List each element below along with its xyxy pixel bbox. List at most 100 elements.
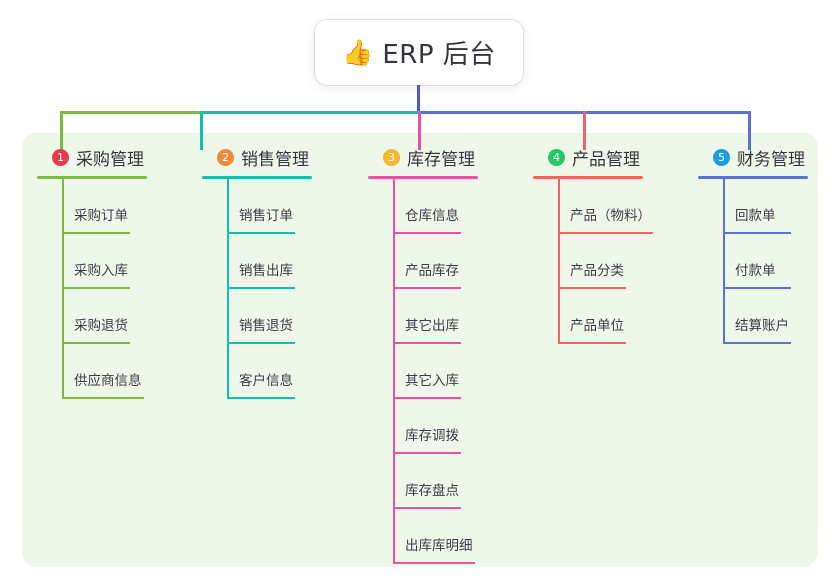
item-rule	[393, 452, 461, 454]
item-list-inventory: 仓库信息产品库存其它出库其它入库库存调拨库存盘点出库库明细	[368, 179, 478, 564]
item-label: 客户信息	[239, 373, 293, 389]
item-list-sales: 销售订单销售出库销售退货客户信息	[202, 179, 312, 399]
item-rule	[558, 232, 653, 234]
item-rule	[62, 287, 130, 289]
list-item[interactable]: 采购退货	[37, 289, 147, 344]
item-label: 库存盘点	[405, 483, 459, 499]
item-rule	[723, 232, 791, 234]
item-rule	[393, 287, 461, 289]
item-label: 供应商信息	[74, 373, 142, 389]
column-header-product[interactable]: 4 产品管理	[533, 145, 643, 170]
list-item[interactable]: 产品（物料）	[533, 179, 653, 234]
root-stem-line	[417, 85, 420, 112]
list-item[interactable]: 其它入库	[368, 344, 478, 399]
item-rule	[393, 562, 475, 564]
item-label: 回款单	[735, 208, 776, 224]
item-rule	[393, 232, 461, 234]
item-label: 采购入库	[74, 263, 128, 279]
list-item[interactable]: 供应商信息	[37, 344, 147, 399]
column-rule-inventory	[368, 176, 478, 179]
item-rule	[723, 287, 791, 289]
column-title-product: 产品管理	[572, 149, 640, 170]
item-spine-sales	[227, 179, 229, 399]
item-spine-product	[558, 179, 560, 344]
column-title-finance: 财务管理	[737, 149, 805, 170]
item-spine-purchase	[62, 179, 64, 399]
drop-sales	[200, 111, 203, 150]
diagram-panel	[22, 133, 818, 567]
item-label: 产品库存	[405, 263, 459, 279]
list-item[interactable]: 仓库信息	[368, 179, 478, 234]
list-item[interactable]: 销售订单	[202, 179, 312, 234]
root-node-content: 👍 ERP 后台	[342, 34, 496, 71]
list-item[interactable]: 采购订单	[37, 179, 147, 234]
item-rule	[227, 287, 295, 289]
item-rule	[62, 342, 130, 344]
column-rule-finance	[698, 176, 808, 179]
drop-inventory	[418, 111, 421, 150]
list-item[interactable]: 出库库明细	[368, 509, 478, 564]
item-label: 销售订单	[239, 208, 293, 224]
list-item[interactable]: 产品分类	[533, 234, 643, 289]
list-item[interactable]: 库存盘点	[368, 454, 478, 509]
item-spine-finance	[723, 179, 725, 344]
item-label: 其它出库	[405, 318, 459, 334]
drop-purchase	[60, 111, 63, 150]
list-item[interactable]: 结算账户	[698, 289, 808, 344]
bus-green	[60, 111, 200, 114]
list-item[interactable]: 产品单位	[533, 289, 643, 344]
item-label: 销售退货	[239, 318, 293, 334]
item-spine-inventory	[393, 179, 395, 564]
list-item[interactable]: 付款单	[698, 234, 808, 289]
bus-teal	[200, 111, 420, 114]
item-label: 仓库信息	[405, 208, 459, 224]
root-node-card[interactable]: 👍 ERP 后台	[315, 20, 523, 85]
list-item[interactable]: 其它出库	[368, 289, 478, 344]
item-rule	[558, 342, 626, 344]
list-item[interactable]: 销售出库	[202, 234, 312, 289]
item-label: 采购订单	[74, 208, 128, 224]
item-rule	[227, 342, 295, 344]
column-badge-product: 4	[548, 148, 565, 166]
item-list-purchase: 采购订单采购入库采购退货供应商信息	[37, 179, 147, 399]
item-label: 库存调拨	[405, 428, 459, 444]
item-rule	[227, 397, 295, 399]
item-label: 结算账户	[735, 318, 789, 334]
list-item[interactable]: 库存调拨	[368, 399, 478, 454]
item-label: 产品分类	[570, 263, 624, 279]
item-label: 产品（物料）	[570, 208, 651, 224]
column-product: 4 产品管理产品（物料） 产品分类产品单位	[533, 145, 653, 344]
item-list-product: 产品（物料） 产品分类产品单位	[533, 179, 653, 344]
list-item[interactable]: 销售退货	[202, 289, 312, 344]
column-title-sales: 销售管理	[241, 149, 309, 170]
item-rule	[227, 232, 295, 234]
item-rule	[723, 342, 791, 344]
item-list-finance: 回款单付款单结算账户	[698, 179, 808, 344]
drop-finance	[748, 111, 751, 150]
item-rule	[62, 232, 130, 234]
column-rule-sales	[202, 176, 312, 179]
column-title-inventory: 库存管理	[407, 149, 475, 170]
item-rule	[393, 397, 461, 399]
drop-product	[583, 111, 586, 150]
column-badge-purchase: 1	[52, 148, 69, 166]
list-item[interactable]: 回款单	[698, 179, 808, 234]
thumbs-up-icon: 👍	[342, 38, 374, 67]
column-badge-finance: 5	[713, 148, 730, 166]
item-label: 付款单	[735, 263, 776, 279]
list-item[interactable]: 客户信息	[202, 344, 312, 399]
column-header-finance[interactable]: 5 财务管理	[698, 145, 808, 170]
list-item[interactable]: 采购入库	[37, 234, 147, 289]
item-label: 其它入库	[405, 373, 459, 389]
column-finance: 5 财务管理回款单付款单结算账户	[698, 145, 808, 344]
list-item[interactable]: 产品库存	[368, 234, 478, 289]
item-label: 出库库明细	[405, 538, 473, 554]
item-label: 产品单位	[570, 318, 624, 334]
